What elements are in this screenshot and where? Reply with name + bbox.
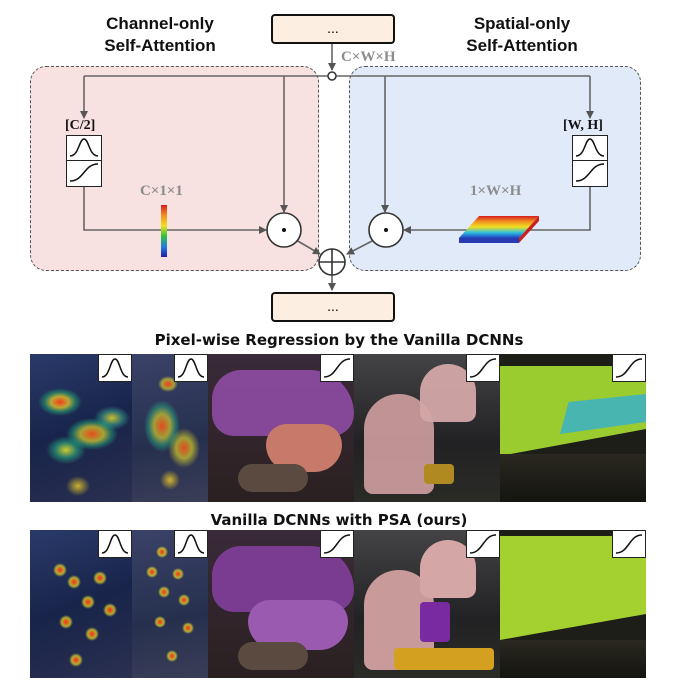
psa-section-title: Vanilla DCNNs with PSA (ours) — [210, 511, 468, 529]
gaussian-curve-icon — [174, 354, 208, 382]
channel-attention-vector — [161, 205, 167, 257]
psa-block-diagram: Channel-only Self-Attention Spatial-only… — [0, 0, 678, 325]
sigmoid-curve-icon — [466, 354, 500, 382]
pose-heatmap-image — [30, 530, 132, 678]
vanilla-section-title: Pixel-wise Regression by the Vanilla DCN… — [154, 331, 524, 349]
input-dims-label: C×W×H — [341, 49, 396, 65]
sigmoid-curve-icon — [320, 530, 354, 558]
segmentation-people-image — [354, 530, 500, 678]
segmentation-pets-image — [208, 354, 354, 502]
pose-heatmap-image — [30, 354, 132, 502]
gaussian-curve-icon — [98, 354, 132, 382]
sigmoid-curve-icon — [320, 354, 354, 382]
channel-attention-title: Channel-only Self-Attention — [104, 14, 216, 55]
spatial-attention-map — [459, 216, 539, 243]
input-feature-box: ... — [271, 14, 395, 44]
channel-bracket-label: [C/2] — [65, 118, 96, 133]
channel-function-box — [66, 135, 102, 187]
segmentation-train-image — [500, 354, 646, 502]
sigmoid-curve-icon — [69, 163, 99, 182]
spatial-bracket-label: [W, H] — [563, 118, 603, 133]
channel-dims-label: C×1×1 — [140, 183, 183, 199]
sigmoid-curve-icon — [612, 354, 646, 382]
segmentation-pets-image — [208, 530, 354, 678]
gaussian-curve-icon — [174, 530, 208, 558]
sigmoid-curve-icon — [466, 530, 500, 558]
segmentation-people-image — [354, 354, 500, 502]
spatial-attention-title: Spatial-only Self-Attention — [466, 14, 578, 55]
spatial-function-box — [572, 135, 608, 187]
pose-heatmap-image — [132, 354, 208, 502]
gaussian-curve-icon — [98, 530, 132, 558]
connector-lines — [80, 42, 594, 291]
segmentation-train-image — [500, 530, 646, 678]
gaussian-curve-icon — [573, 138, 607, 161]
pose-heatmap-image — [132, 530, 208, 678]
output-feature-box: ... — [271, 292, 395, 322]
sigmoid-curve-icon — [575, 163, 605, 182]
gaussian-curve-icon — [67, 138, 101, 161]
sigmoid-curve-icon — [612, 530, 646, 558]
spatial-dims-label: 1×W×H — [470, 183, 522, 199]
